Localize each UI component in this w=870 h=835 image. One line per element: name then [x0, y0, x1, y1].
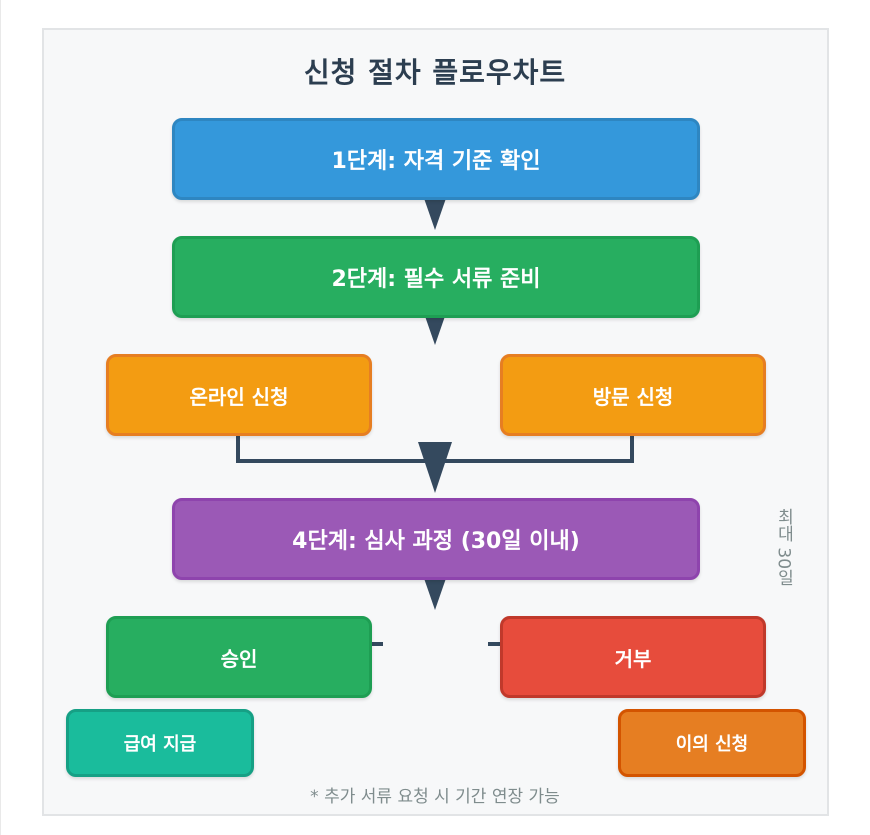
step1-check-eligibility: 1단계: 자격 기준 확인 [172, 118, 700, 200]
max-duration-note: 최대 30일 [773, 507, 794, 587]
approval-box: 승인 [106, 616, 372, 698]
diagram-title: 신청 절차 플로우차트 [303, 56, 567, 89]
online-application-label: 온라인 신청 [189, 384, 289, 409]
rejection-label: 거부 [614, 646, 652, 671]
arrowhead-step4 [418, 442, 452, 493]
step4-review-process: 4단계: 심사 과정 (30일 이내) [172, 498, 700, 580]
benefit-payment-label: 급여 지급 [123, 734, 197, 755]
step1-label: 1단계: 자격 기준 확인 [331, 149, 541, 174]
step4-label: 4단계: 심사 과정 (30일 이내) [292, 529, 580, 554]
visit-application-box: 방문 신청 [500, 354, 766, 436]
appeal-label: 이의 신청 [675, 734, 749, 755]
appeal-box: 이의 신청 [618, 709, 806, 777]
online-application-box: 온라인 신청 [106, 354, 372, 436]
rejection-box: 거부 [500, 616, 766, 698]
step2-prepare-documents: 2단계: 필수 서류 준비 [172, 236, 700, 318]
step2-label: 2단계: 필수 서류 준비 [331, 267, 541, 292]
approval-label: 승인 [220, 646, 258, 671]
benefit-payment-box: 급여 지급 [66, 709, 254, 777]
footnote: * 추가 서류 요청 시 기간 연장 가능 [310, 787, 560, 807]
visit-application-label: 방문 신청 [592, 384, 674, 409]
window-edge [0, 0, 1, 835]
